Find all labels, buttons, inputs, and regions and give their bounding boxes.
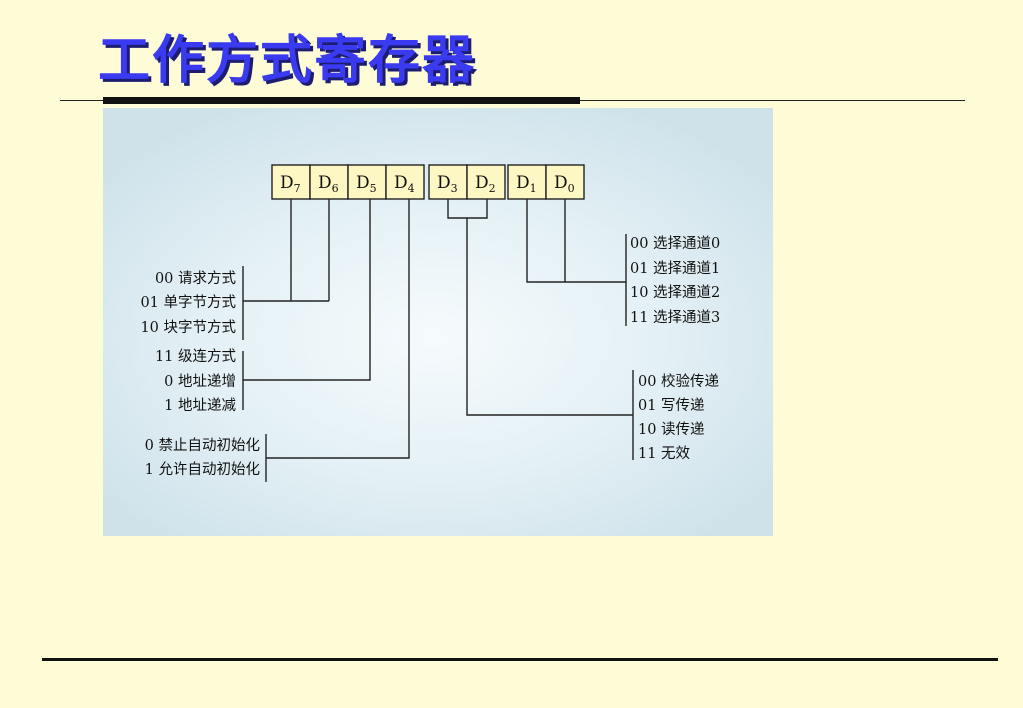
transfer-mode-option-3: 11 级连方式 bbox=[155, 348, 237, 365]
transfer-mode-option-1: 01 单字节方式 bbox=[140, 294, 236, 311]
footer-divider bbox=[42, 658, 998, 661]
bit-label-d4: D4 bbox=[394, 173, 415, 195]
transfer-type-option-3: 11 无效 bbox=[638, 445, 691, 462]
page-title: 工作方式寄存器 bbox=[98, 31, 477, 91]
bit-label-d5: D5 bbox=[356, 173, 377, 195]
bit-label-d0: D0 bbox=[554, 173, 575, 195]
bit-label-d1: D1 bbox=[516, 173, 537, 195]
connector-d5 bbox=[243, 199, 371, 381]
connector-d4 bbox=[266, 199, 410, 459]
bit-label-d6: D6 bbox=[318, 173, 339, 195]
bit-label-d3: D3 bbox=[437, 173, 458, 195]
transfer-mode-option-2: 10 块字节方式 bbox=[140, 319, 236, 336]
bracket-d3-d2 bbox=[447, 199, 488, 219]
title-accent-bar bbox=[103, 97, 580, 104]
transfer-type-option-0: 00 校验传递 bbox=[638, 373, 719, 390]
channel-option-0: 00 选择通道0 bbox=[630, 235, 720, 252]
auto-init-option-0: 0 禁止自动初始化 bbox=[145, 437, 260, 454]
address-option-1: 1 地址递减 bbox=[164, 397, 236, 414]
auto-init-option-1: 1 允许自动初始化 bbox=[145, 461, 260, 478]
bit-cell-d6 bbox=[309, 164, 349, 200]
transfer-type-option-2: 10 读传递 bbox=[638, 421, 705, 438]
bit-cell-d4 bbox=[385, 164, 425, 200]
bit-cell-d2 bbox=[466, 164, 506, 200]
transfer-type-option-1: 01 写传递 bbox=[638, 397, 705, 414]
bit-label-d7: D7 bbox=[280, 173, 301, 195]
register-diagram: D7 D6 D5 D4 D3 D2 D1 D0 bbox=[103, 108, 773, 536]
channel-option-3: 11 选择通道3 bbox=[630, 309, 720, 326]
channel-option-1: 01 选择通道1 bbox=[630, 260, 720, 277]
connector-transfer-type bbox=[466, 218, 633, 416]
bit-label-d2: D2 bbox=[475, 173, 496, 195]
channel-option-2: 10 选择通道2 bbox=[630, 284, 720, 301]
connector-d1 bbox=[526, 199, 626, 283]
address-option-0: 0 地址递增 bbox=[164, 373, 236, 390]
transfer-mode-option-0: 00 请求方式 bbox=[155, 270, 237, 287]
register-diagram-svg: D7 D6 D5 D4 D3 D2 D1 D0 bbox=[140, 164, 720, 482]
